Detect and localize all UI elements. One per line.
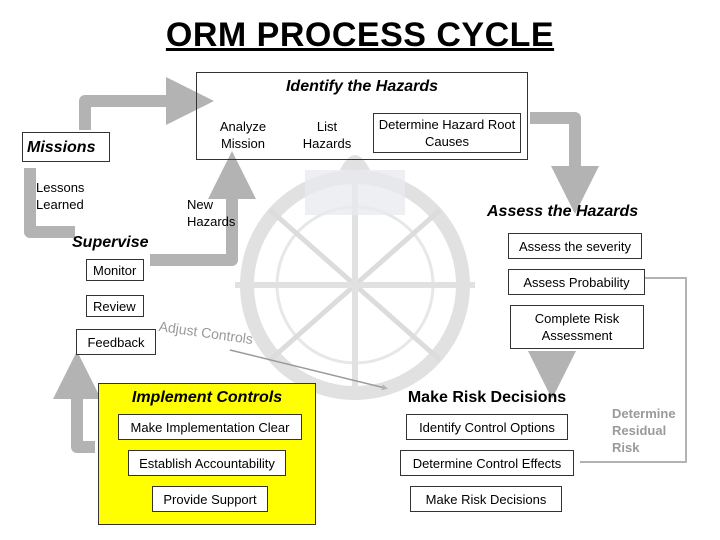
line-residual-risk-loop [580,277,687,463]
arrow-missions-to-identify [79,77,214,130]
decide-step-make-decisions: Make Risk Decisions [410,486,562,512]
supervise-step-monitor-label: Monitor [93,262,137,278]
implement-step-make-clear: Make Implementation Clear [118,414,302,440]
identify-hazards-heading: Identify the Hazards [285,78,439,95]
identify-hazards-frame [196,72,528,160]
missions-box: Missions [22,132,110,162]
implement-controls-heading: Implement Controls [131,389,283,406]
missions-label: Missions [27,138,96,156]
supervise-step-feedback-label: Feedback [87,334,145,350]
supervise-step-review-label: Review [93,298,136,314]
arrow-adjust-controls [229,349,388,391]
identify-step-analyze-mission: Analyze Mission [219,119,267,151]
supervise-step-feedback: Feedback [76,329,156,355]
assess-step-probability: Assess Probability [508,269,645,295]
arrow-identify-to-assess [530,112,599,214]
identify-step-list-hazards: List Hazards [302,119,352,151]
decide-step-identify-options: Identify Control Options [406,414,568,440]
arrow-implement-to-supervise [53,351,101,453]
lessons-learned-label: Lessons Learned [36,180,85,212]
decide-step-control-effects: Determine Control Effects [400,450,574,476]
arrow-new-hazards [150,151,256,266]
supervise-step-review: Review [86,295,144,317]
supervise-step-monitor: Monitor [86,259,144,281]
arrow-lessons-learned-loop [24,168,75,238]
identify-step-root-causes: Determine Hazard Root Causes [373,113,521,153]
determine-residual-risk-label: Determine Residual Risk [612,406,676,455]
implement-step-accountability: Establish Accountability [128,450,286,476]
supervise-heading: Supervise [72,234,149,251]
page-title: ORM PROCESS CYCLE [165,16,555,54]
assess-step-complete: Complete Risk Assessment [510,305,644,349]
new-hazards-label: New Hazards [187,197,236,229]
implement-step-support: Provide Support [152,486,268,512]
assess-hazards-heading: Assess the Hazards [487,203,639,220]
make-risk-decisions-heading: Make Risk Decisions [407,389,567,406]
assess-step-severity: Assess the severity [508,233,642,259]
emblem-watermark [235,155,475,400]
